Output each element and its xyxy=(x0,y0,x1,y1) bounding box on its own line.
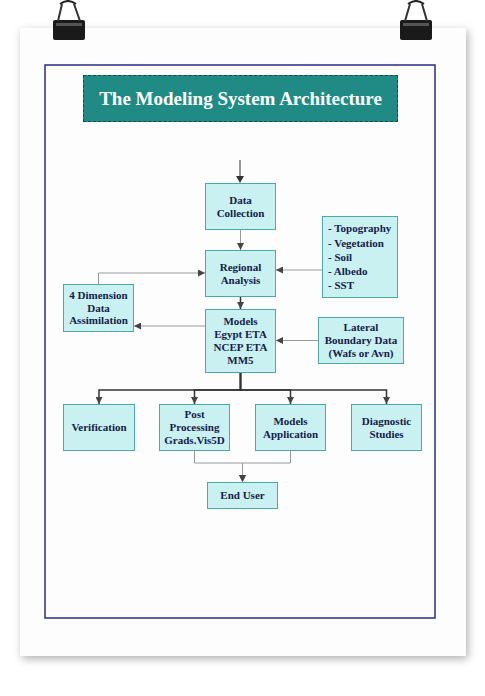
node-text: Verification xyxy=(71,421,126,434)
node-text: 4 Dimension Data Assimilation xyxy=(67,289,130,328)
input-list-box: - Topography- Vegetation- Soil- Albedo- … xyxy=(322,216,398,298)
connector-arrow xyxy=(99,273,206,284)
diagram-title: The Modeling System Architecture xyxy=(99,88,382,110)
node-text: End User xyxy=(220,489,264,502)
connector-arrow xyxy=(241,373,387,404)
poster-sheet xyxy=(20,28,466,656)
node-text: Diagnostic Studies xyxy=(355,415,418,441)
binder-clip xyxy=(400,1,432,40)
node-text: Post Processing Grads.Vis5D xyxy=(163,408,226,447)
node-text: - Vegetation xyxy=(328,236,384,250)
node-text: Regional Analysis xyxy=(209,261,272,287)
connector-arrow xyxy=(243,451,291,482)
node-text: Models Egypt ETA NCEP ETA MM5 xyxy=(209,315,272,367)
connector-arrow xyxy=(134,326,205,327)
connector-arrow xyxy=(240,297,242,309)
node-text: - SST xyxy=(328,278,354,292)
node-text: Data Collection xyxy=(209,194,272,220)
connector-arrow xyxy=(276,270,322,271)
node-text: - Albedo xyxy=(328,264,367,278)
node-text: Models Application xyxy=(259,415,322,441)
connector-arrow xyxy=(240,230,241,250)
output-box: Post Processing Grads.Vis5D xyxy=(159,404,230,451)
binder-clip xyxy=(53,1,85,40)
node-text: Lateral Boundary Data xyxy=(322,321,400,347)
title-banner: The Modeling System Architecture xyxy=(83,75,398,122)
output-box: Verification xyxy=(63,404,135,451)
node-text: - Soil xyxy=(328,250,352,264)
node-text: - Topography xyxy=(328,221,391,235)
connector-arrow xyxy=(276,340,318,341)
connector-arrow xyxy=(195,451,243,482)
output-box: Diagnostic Studies xyxy=(351,404,422,451)
process-box: Regional Analysis xyxy=(205,250,276,297)
model-box: Models Egypt ETA NCEP ETA MM5 xyxy=(205,309,276,373)
process-box: 4 Dimension Data Assimilation xyxy=(63,284,134,332)
output-box: Models Application xyxy=(255,404,326,451)
connector-arrow xyxy=(195,373,241,404)
connector-arrow xyxy=(241,373,291,404)
input-box: Lateral Boundary Data(Wafs or Avn) xyxy=(318,317,404,364)
input-arrowhead xyxy=(236,176,244,183)
node-text: (Wafs or Avn) xyxy=(329,347,394,360)
end-user-box: End User xyxy=(207,482,278,509)
inner-frame xyxy=(45,65,435,618)
process-box: Data Collection xyxy=(205,183,276,230)
connector-arrow xyxy=(99,373,241,404)
